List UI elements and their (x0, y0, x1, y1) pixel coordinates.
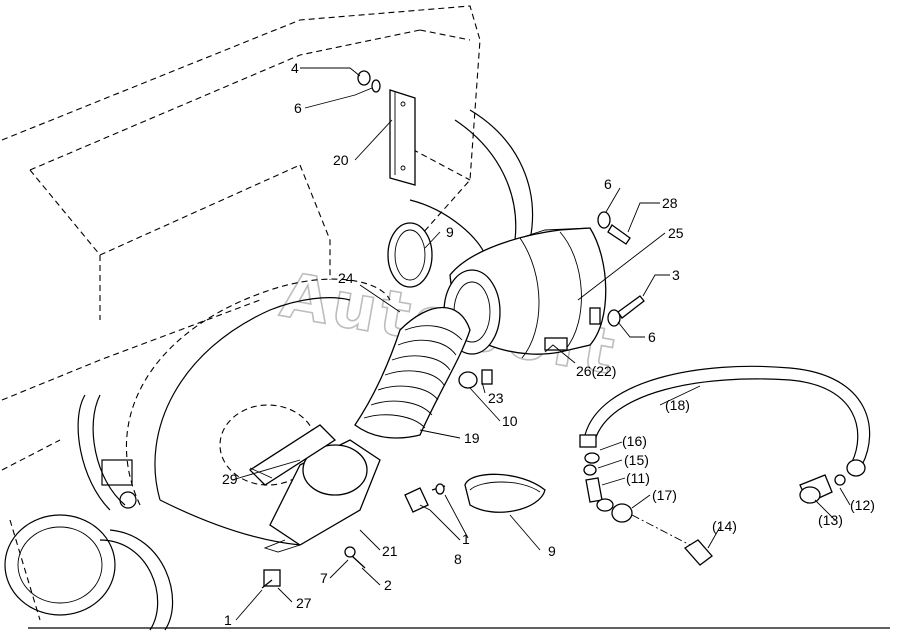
hose-clamp-bottom (464, 473, 546, 513)
callout-26-22: 26(22) (576, 363, 616, 379)
intake-duct (263, 439, 381, 553)
callout-18: (18) (665, 397, 690, 413)
callout-27: 27 (296, 595, 312, 611)
corrugated-hose (354, 307, 471, 439)
callout-28: 28 (662, 195, 678, 211)
bolt-28-group (597, 211, 631, 245)
callout-10: 10 (502, 413, 518, 429)
callout-1-bottom: 1 (224, 612, 232, 628)
callout-11: (11) (626, 470, 650, 486)
callout-6-right: 6 (648, 329, 656, 345)
callout-6-top: 6 (294, 100, 302, 116)
callout-labels: 4 6 20 9 24 6 28 25 3 6 26(22) 23 10 19 … (222, 60, 875, 628)
callout-24: 24 (338, 270, 354, 286)
air-cleaner-housing (443, 227, 607, 359)
callout-17: (17) (652, 487, 677, 503)
fuel-line (579, 365, 871, 566)
bolt-3-group (607, 295, 645, 327)
callout-7: 7 (320, 570, 328, 586)
callout-9-top: 9 (446, 224, 454, 240)
callout-20: 20 (333, 152, 349, 168)
callout-13: (13) (818, 512, 843, 528)
bracket-plate (357, 70, 416, 186)
callout-1-mid: 1 (462, 531, 470, 547)
pulley (4, 514, 174, 631)
callout-19: 19 (464, 430, 480, 446)
callout-12: (12) (850, 497, 875, 513)
callout-4: 4 (291, 60, 299, 76)
callout-9-bottom: 9 (548, 543, 556, 559)
callout-23: 23 (488, 390, 504, 406)
bolt-washer-group (261, 546, 366, 589)
callout-6-right-top: 6 (604, 176, 612, 192)
callout-16: (16) (622, 433, 647, 449)
nipple (481, 369, 493, 385)
hose-clamp-top (387, 222, 433, 288)
callout-25: 25 (668, 225, 684, 241)
callout-15: (15) (624, 452, 649, 468)
callout-2: 2 (384, 577, 392, 593)
callout-8: 8 (454, 551, 462, 567)
engine-frame-outline (1, 5, 481, 621)
gasket (248, 424, 337, 486)
hose-clamp-small (458, 371, 478, 389)
callout-29: 29 (222, 471, 238, 487)
callout-21: 21 (382, 543, 398, 559)
leader-lines (231, 67, 851, 621)
callout-3: 3 (672, 267, 680, 283)
callout-14: (14) (712, 518, 737, 534)
